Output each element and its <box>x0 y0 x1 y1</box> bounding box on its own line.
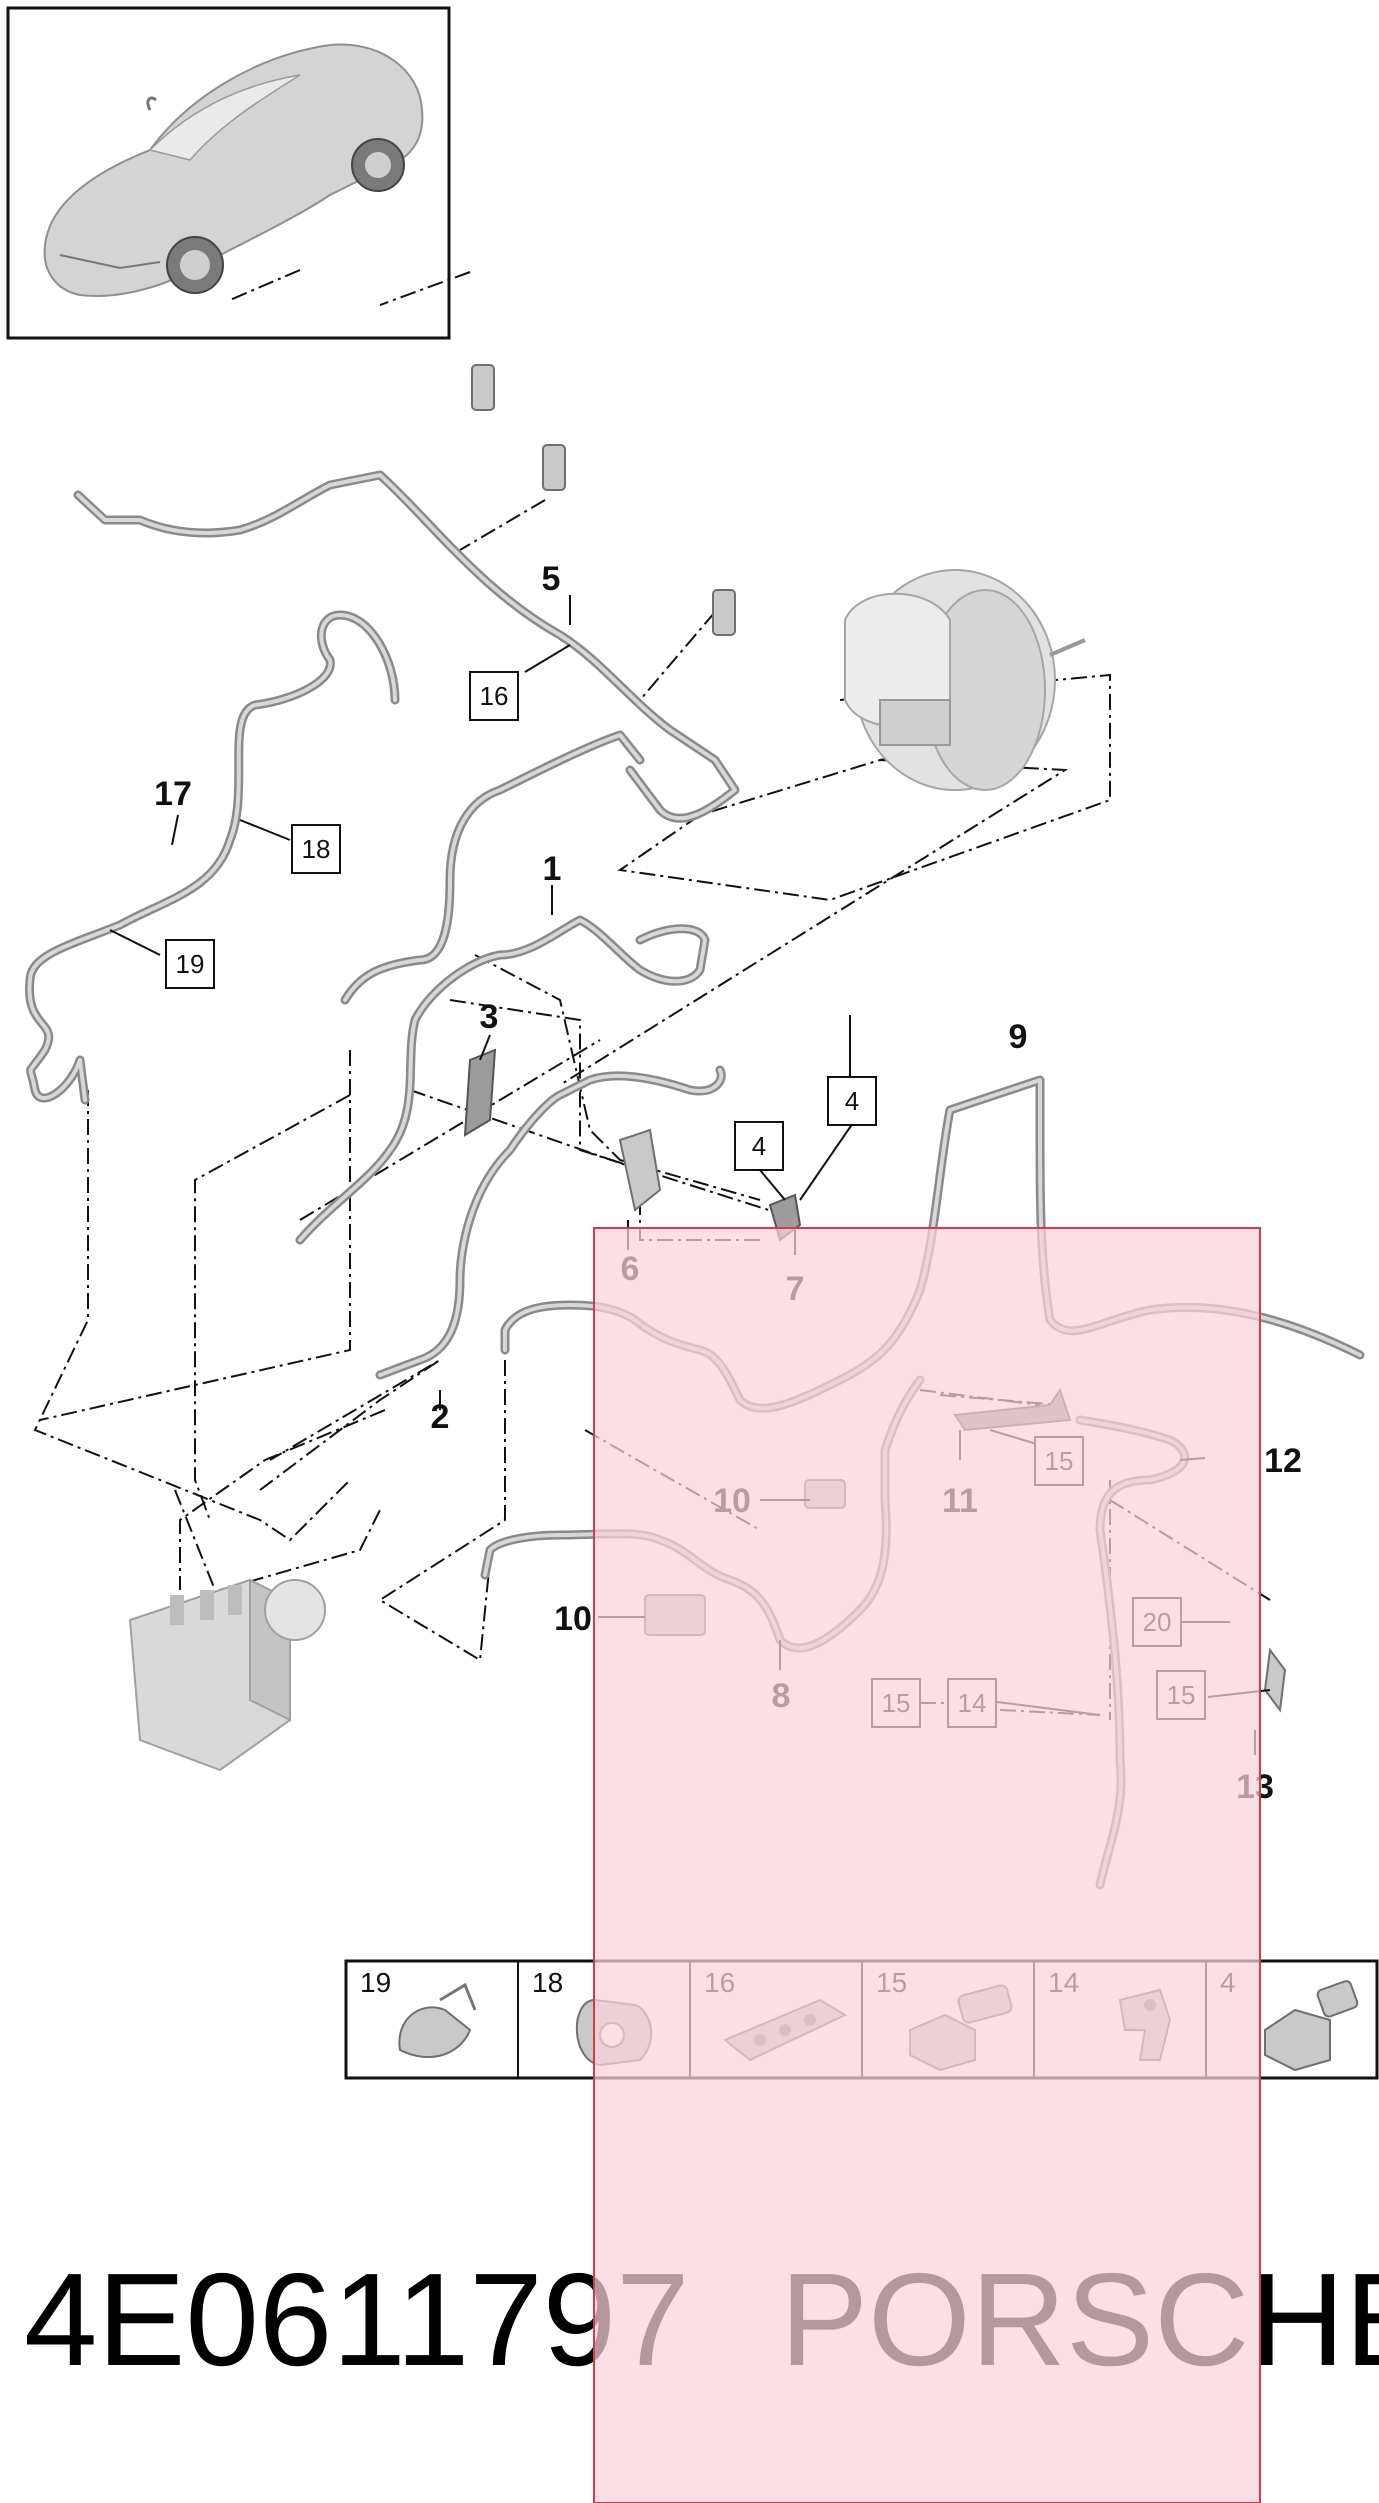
callout-5: 5 <box>542 560 561 598</box>
ref-box-4-right: 4 <box>845 1086 859 1116</box>
callout-2: 2 <box>431 1398 450 1436</box>
callout-9: 9 <box>1009 1018 1028 1056</box>
clip-19-icon <box>398 1982 477 2059</box>
callout-3: 3 <box>480 998 499 1036</box>
callout-12: 12 <box>1264 1442 1302 1480</box>
bracket-3 <box>463 1048 497 1137</box>
brake-booster-icon <box>844 569 1086 791</box>
highlight-region <box>593 1227 1261 2503</box>
brake-line-1 <box>295 915 710 1245</box>
bracket-13 <box>1263 1647 1287 1713</box>
part-number: 4E0611797 <box>24 2246 690 2393</box>
brake-line-long <box>340 730 645 1005</box>
ref-box-18: 18 <box>302 834 331 864</box>
ref-box-16: 16 <box>480 681 509 711</box>
clip-6 <box>618 1128 662 1212</box>
car-thumbnail <box>6 6 451 340</box>
brake-line-17 <box>25 610 400 1105</box>
abs-unit-icon <box>128 1578 326 1772</box>
ref-box-19: 19 <box>176 949 205 979</box>
nut-4-icon <box>1264 1980 1359 2072</box>
strip-label-19: 19 <box>360 1967 391 1998</box>
brake-line-2 <box>375 1065 726 1380</box>
callout-1: 1 <box>543 850 562 888</box>
brake-line-5 <box>73 470 740 823</box>
callout-10-lower: 10 <box>554 1600 592 1638</box>
ref-box-4-left: 4 <box>752 1131 766 1161</box>
car-thumbnail-icon <box>43 43 424 297</box>
strip-label-18: 18 <box>532 1967 563 1998</box>
callout-17: 17 <box>154 775 192 813</box>
